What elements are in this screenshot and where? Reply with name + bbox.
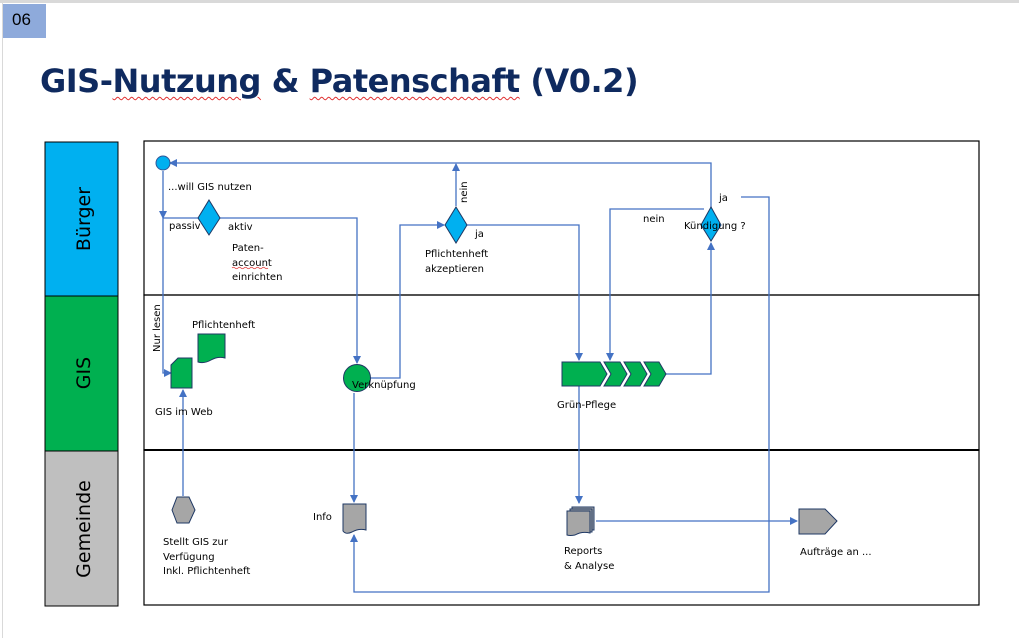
connector-ja-to-gruenpflege xyxy=(467,224,583,361)
process-chevron xyxy=(623,361,648,387)
gis-im-web-card[interactable] xyxy=(170,357,193,389)
auftraege-label: Aufträge an ... xyxy=(800,547,872,558)
stellt-gis-line: Verfügung xyxy=(163,552,215,563)
verknuepfung-node[interactable] xyxy=(343,364,371,392)
decision-pflichtenheft[interactable] xyxy=(444,206,468,244)
stellt-gis-line: Inkl. Pflichtenheft xyxy=(163,566,250,577)
connector-nur-lesen xyxy=(162,218,172,377)
kuendigung-label: Kündigung ? xyxy=(684,221,746,232)
title-part: & xyxy=(260,62,310,100)
gis-im-web-label: GIS im Web xyxy=(155,407,213,418)
lane-label-gemeinde: Gemeinde xyxy=(73,480,95,578)
gruen-pflege-process[interactable] xyxy=(561,361,667,387)
connector-kuendigung-nein xyxy=(606,208,704,361)
window-top-border xyxy=(0,0,1019,3)
paten-account-line: Paten- xyxy=(232,243,264,254)
start-event[interactable] xyxy=(155,155,171,171)
info-document[interactable] xyxy=(342,503,367,534)
title-part: Nutzung xyxy=(112,62,262,100)
info-label: Info xyxy=(313,512,332,523)
nein-label-kuendigung: nein xyxy=(643,214,665,225)
connector-kuendigung-to-start xyxy=(169,159,712,209)
reports-line: Reports xyxy=(564,546,602,557)
aktiv-label: aktiv xyxy=(228,222,253,233)
page-title: GIS-Nutzung & Patenschaft (V0.2) xyxy=(40,62,639,100)
pflichtenheft-document[interactable] xyxy=(197,333,226,364)
decision-aktiv-passiv[interactable] xyxy=(197,199,221,236)
connector-verknuepfung-to-decision xyxy=(370,221,445,379)
lane-label-buerger: Bürger xyxy=(73,187,95,251)
process-step xyxy=(561,361,608,387)
gruen-pflege-label: Grün-Pflege xyxy=(557,400,616,411)
connector-gruenpflege-to-kuendigung xyxy=(666,242,715,375)
stellt-gis-line: Stellt GIS zur xyxy=(163,537,229,548)
auftraege-offpage[interactable] xyxy=(798,508,838,535)
passiv-label: passiv xyxy=(169,221,201,232)
nein-label-pflichtenheft: nein xyxy=(459,181,470,203)
connector-kuendigung-ja-to-info xyxy=(350,196,770,593)
ja-label-pflichtenheft: ja xyxy=(474,229,484,240)
start-label: ...will GIS nutzen xyxy=(168,182,252,193)
pflichtenheft-akzeptieren-line: akzeptieren xyxy=(425,264,484,275)
decision-kuendigung[interactable] xyxy=(700,205,722,242)
reports-multidocument[interactable] xyxy=(566,506,595,536)
pflichtenheft-doc-label: Pflichtenheft xyxy=(192,320,255,331)
process-chevron xyxy=(643,361,667,387)
lane-body-gemeinde xyxy=(143,449,980,606)
title-part: (V0.2) xyxy=(519,62,639,100)
pflichtenheft-akzeptieren-line: Pflichtenheft xyxy=(425,249,488,260)
verknuepfung-label: Verknüpfung xyxy=(352,380,416,391)
doc-front xyxy=(566,510,591,536)
spellcheck-underline xyxy=(231,266,269,270)
ja-label-kuendigung: ja xyxy=(718,193,728,204)
stellt-gis-hexagon[interactable] xyxy=(171,496,196,524)
paten-account-line: einrichten xyxy=(232,272,282,283)
slide-number: 06 xyxy=(3,4,46,38)
paten-account-line: account xyxy=(232,258,272,269)
connector-aktiv-to-verknuepfung xyxy=(220,217,361,364)
window-left-border xyxy=(2,3,3,638)
title-part: Patenschaft xyxy=(309,62,521,100)
reports-line: & Analyse xyxy=(564,561,614,572)
title-part: GIS- xyxy=(40,62,113,100)
nur-lesen-label: Nur lesen xyxy=(152,304,163,352)
lane-header-gemeinde xyxy=(44,450,119,607)
process-chevron xyxy=(603,361,628,387)
lane-label-gis: GIS xyxy=(73,357,95,389)
